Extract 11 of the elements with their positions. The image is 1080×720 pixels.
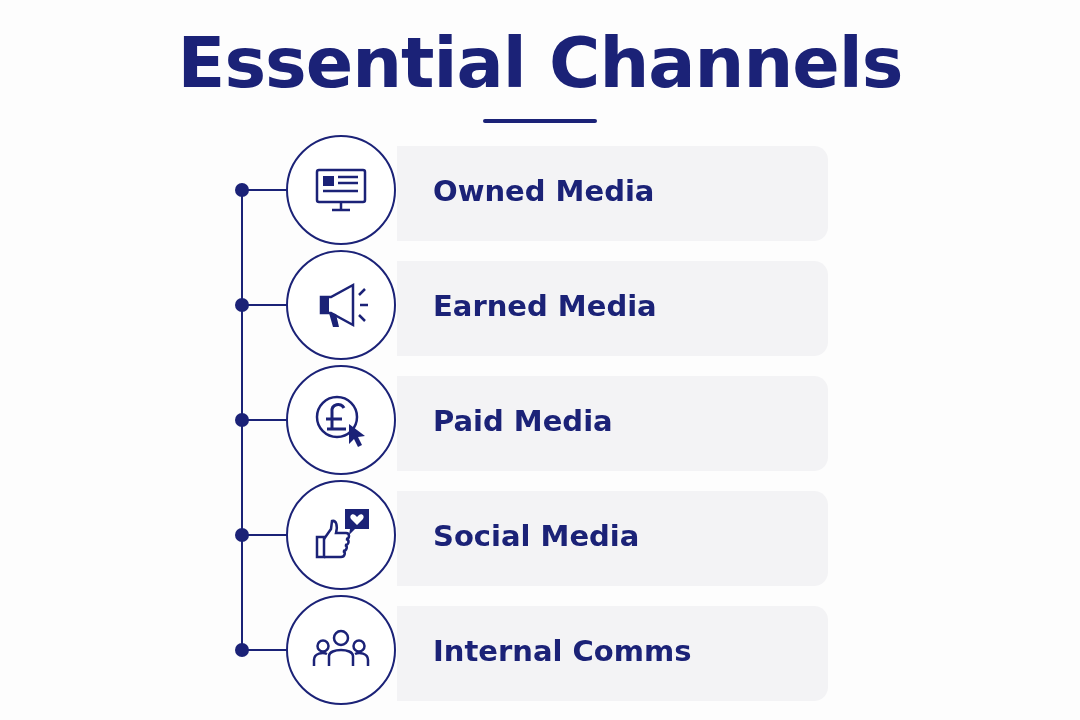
channel-label: Internal Comms <box>433 634 692 668</box>
channel-card <box>397 491 828 586</box>
channel-card <box>397 376 828 471</box>
channel-card <box>397 146 828 241</box>
channel-label: Social Media <box>433 519 640 553</box>
channel-label: Earned Media <box>433 289 657 323</box>
channel-card <box>397 606 828 701</box>
channel-card <box>397 261 828 356</box>
title: Essential Channels <box>176 22 904 104</box>
channel-label: Paid Media <box>433 404 613 438</box>
channel-label: Owned Media <box>433 174 655 208</box>
